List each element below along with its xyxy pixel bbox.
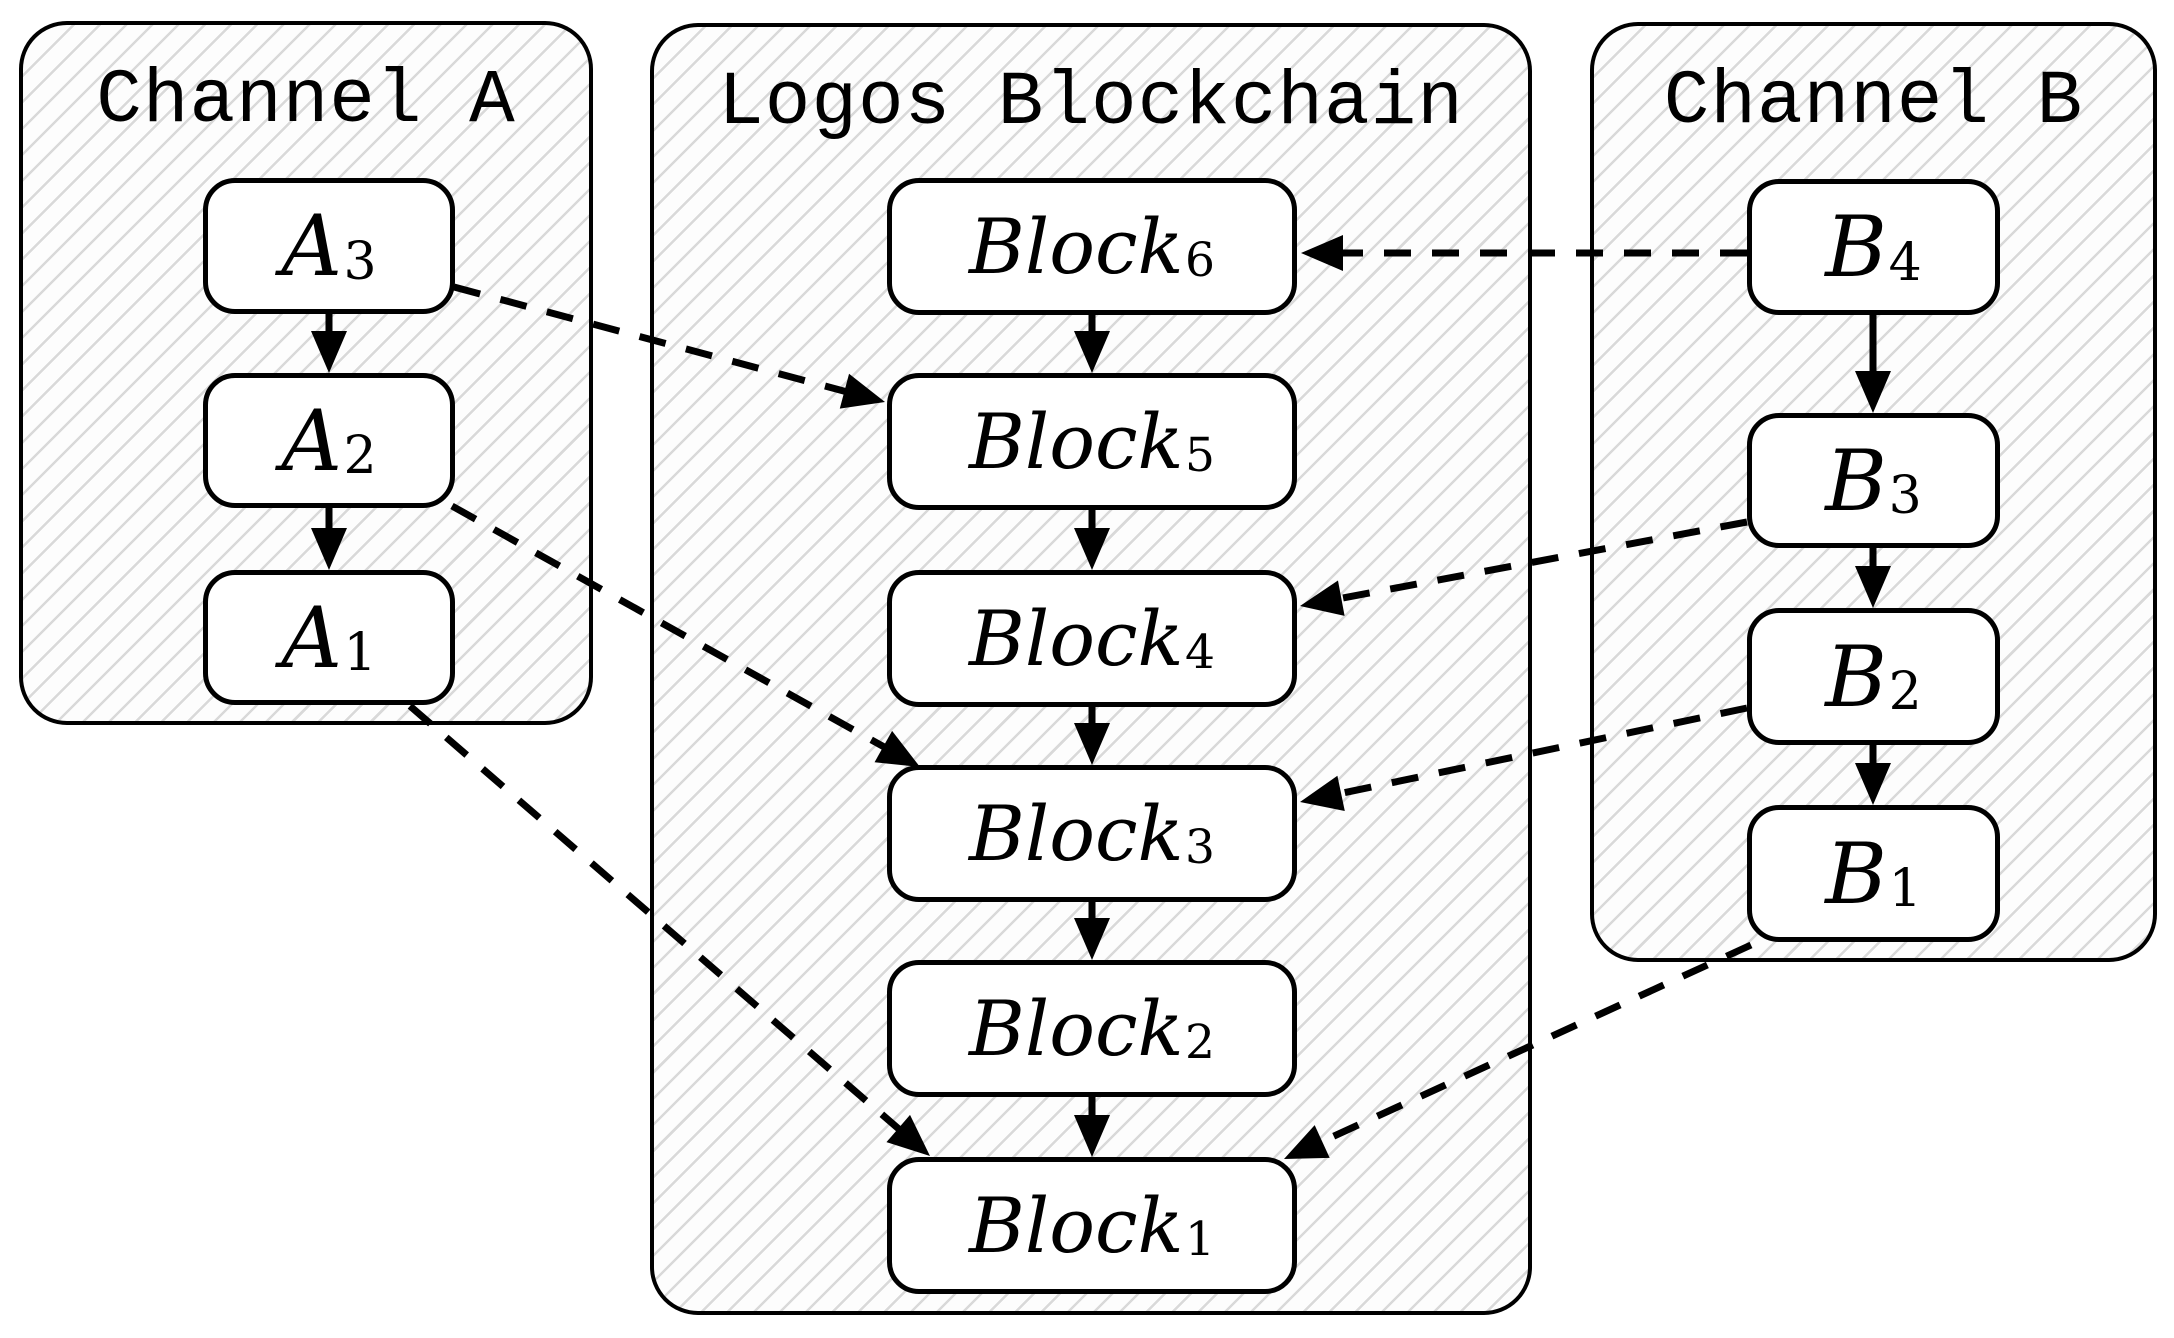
panel-title-channel-a: Channel A <box>96 58 516 144</box>
node-label: Block <box>969 201 1184 291</box>
node-subscript: 5 <box>1184 428 1215 484</box>
node-subscript: 1 <box>343 623 377 684</box>
node-label: Block <box>969 983 1184 1073</box>
node-label: A <box>281 391 342 490</box>
node-subscript: 3 <box>1184 820 1215 876</box>
node-label: B <box>1825 627 1888 726</box>
node-subscript: 4 <box>1184 625 1215 681</box>
node-subscript: 2 <box>1888 662 1922 723</box>
node-label: Block <box>969 396 1184 486</box>
panel-title-logos-blockchain: Logos Blockchain <box>718 60 1464 146</box>
node-subscript: 3 <box>343 231 377 292</box>
node-subscript: 1 <box>1888 859 1922 920</box>
node-subscript: 2 <box>1184 1015 1215 1071</box>
node-subscript: 4 <box>1888 232 1922 293</box>
node-subscript: 2 <box>343 426 377 487</box>
node-label: A <box>281 197 342 295</box>
node-label: B <box>1825 198 1888 296</box>
panel-title-channel-b: Channel B <box>1663 59 2084 145</box>
node-label: Block <box>969 1180 1184 1270</box>
node-label: B <box>1825 431 1888 530</box>
node-subscript: 3 <box>1888 466 1922 527</box>
node-label: Block <box>969 593 1184 683</box>
node-label: Block <box>969 788 1184 878</box>
node-subscript: 6 <box>1184 233 1215 289</box>
node-label: B <box>1825 824 1888 923</box>
node-subscript: 1 <box>1184 1212 1215 1268</box>
node-label: A <box>281 588 342 687</box>
panel-channel-b: Channel B <box>1590 22 2157 962</box>
